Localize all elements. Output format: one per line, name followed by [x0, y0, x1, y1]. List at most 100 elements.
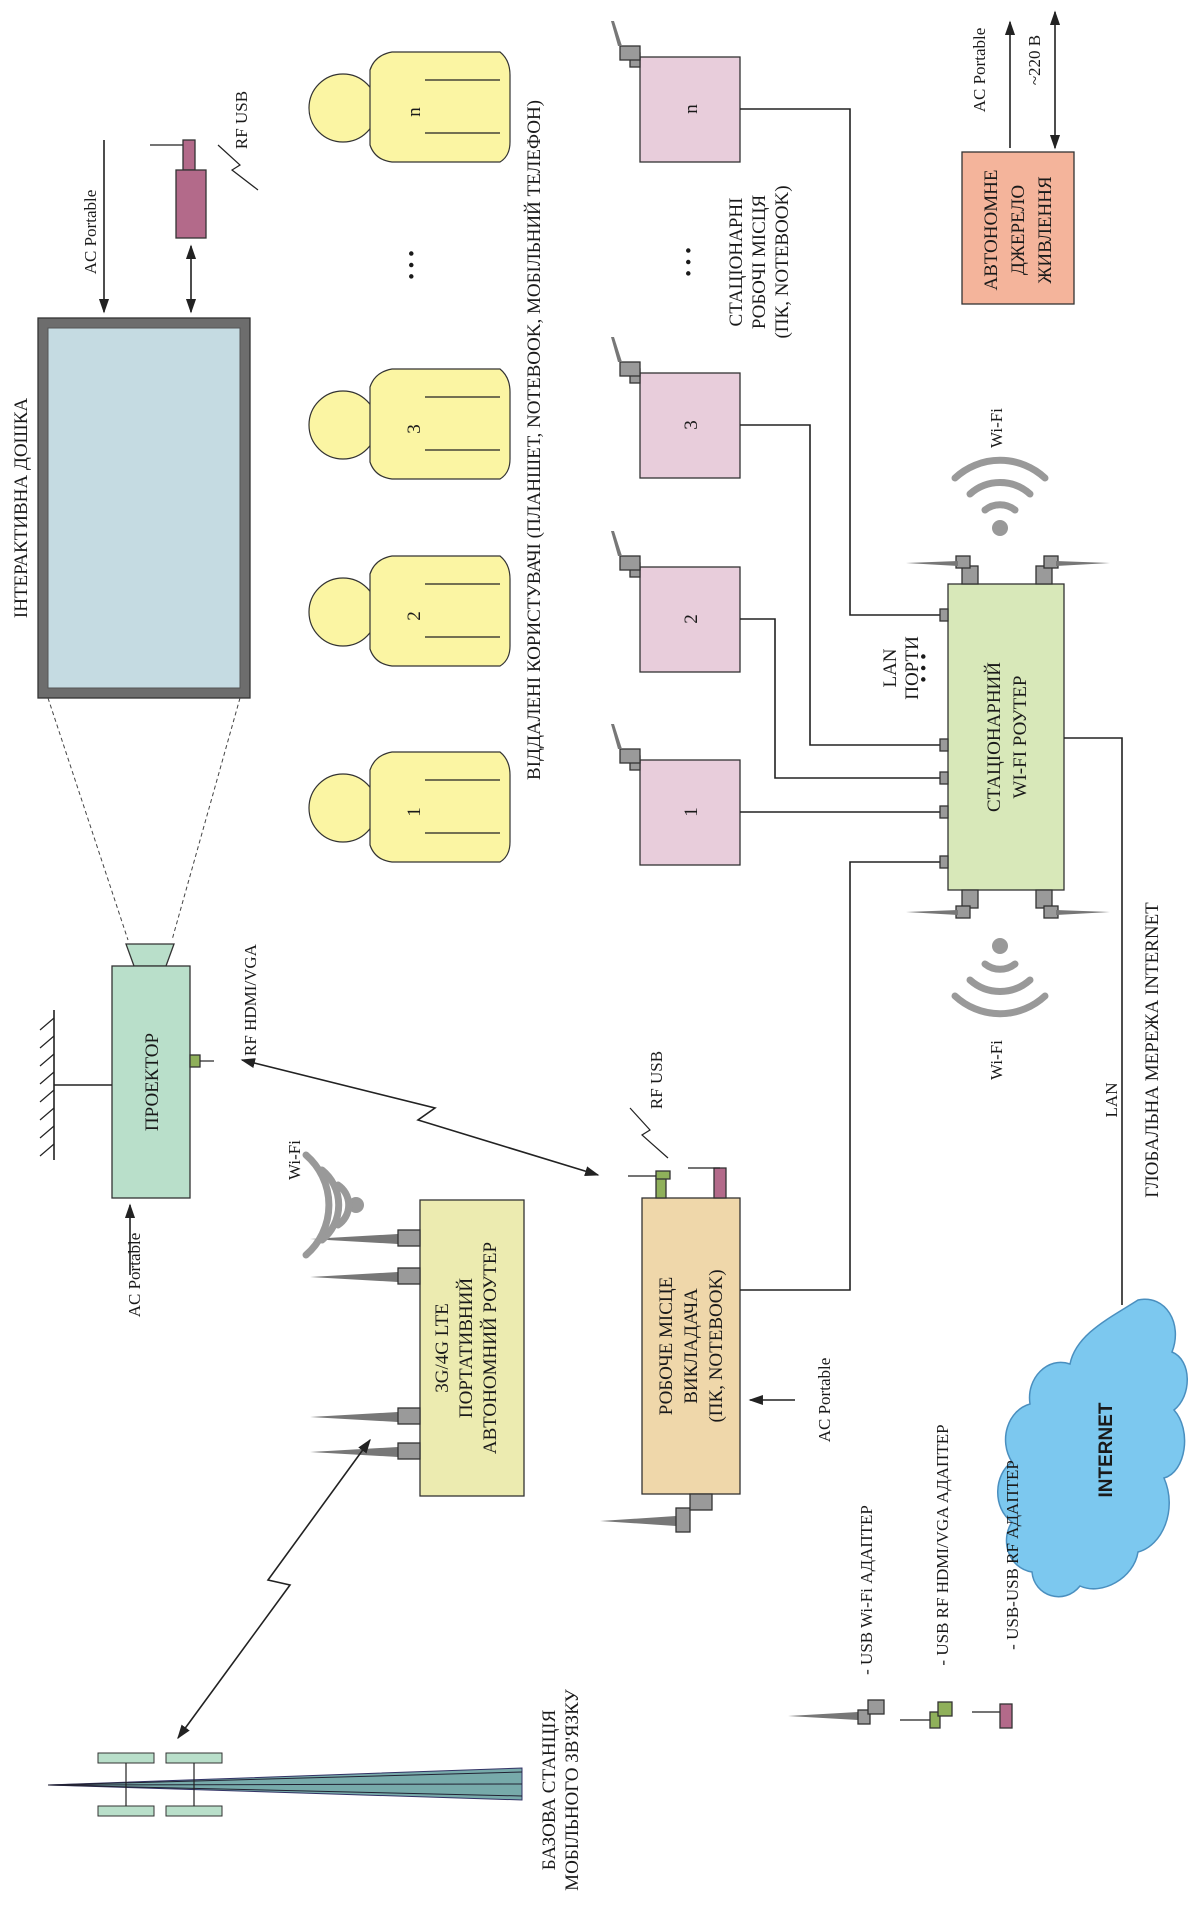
power-ac-portable-label: AC Portable: [970, 28, 989, 113]
base-station-tower-icon: [47, 1752, 523, 1817]
stationary-router-body: [947, 583, 1065, 891]
lan-label: LAN: [1102, 1083, 1121, 1118]
projector-lens: [125, 943, 175, 967]
rf-plug-icon: [713, 1167, 727, 1199]
lan-cable-internet: [1064, 737, 1123, 1305]
lan-cable-workstation-2: [740, 618, 948, 779]
projector-rf-hdmi-label: RF HDMI/VGA: [241, 943, 260, 1056]
teacher-workplace-line-2: ВИКЛАДАЧА: [681, 1288, 702, 1404]
portable-router-line-2: ПОРТАТИВНИЙ: [456, 1278, 477, 1418]
hdmi-adapter-icon: [655, 1177, 667, 1199]
workstations-ellipsis: • • •: [679, 247, 700, 276]
lan-ports-line-1: LAN: [880, 648, 901, 687]
interactive-board: [37, 317, 251, 699]
user-figure-1: [308, 751, 511, 863]
internet-cloud-icon: [997, 1298, 1188, 1598]
stationary-router-antenna-1: [906, 555, 979, 585]
base-station-line-2: МОБІЛЬНОГО ЗВ'ЯЗКУ: [562, 1689, 583, 1891]
lan-port-icon: [939, 805, 949, 819]
projector: [111, 943, 191, 1199]
lan-port-icon: [939, 771, 949, 785]
legend-item-hdmi: - USB RF HDMI/VGA АДАПТЕР: [900, 1424, 953, 1729]
stationary-router-antenna-2: [1035, 555, 1110, 585]
ceiling-mount: [39, 1010, 112, 1160]
global-network-label: ГЛОБАЛЬНА МЕРЕЖА INTERNET: [1142, 902, 1163, 1198]
user-number-2: 2: [404, 611, 425, 621]
board-screen: [47, 327, 241, 689]
user-figure-2: [308, 555, 511, 667]
workstation-n: [611, 21, 741, 163]
user-figure-n: [308, 51, 511, 163]
stationary-router-line-1: СТАЦІОНАРНИЙ: [984, 662, 1005, 812]
internet-label: INTERNET: [1096, 1402, 1117, 1497]
rf-usb-body: [175, 169, 207, 239]
power-source-body: [961, 151, 1075, 305]
workstation-number-1: 1: [681, 807, 702, 817]
board-rf-usb-dongle: [150, 139, 207, 239]
portable-router-wifi-icon: [302, 1151, 364, 1259]
projector-ac-portable-label: AC Portable: [125, 1233, 144, 1318]
teacher-workplace-antenna: [600, 1493, 713, 1533]
stationary-router-wifi-icon-top: [951, 456, 1049, 536]
stationary-router: [906, 555, 1110, 919]
projector-label: ПРОЕКТОР: [142, 1033, 163, 1131]
user-figure-3: [308, 368, 511, 480]
user-number-1: 1: [404, 807, 425, 817]
projection-line-right: [171, 697, 241, 941]
users-ellipsis: • • •: [402, 250, 423, 279]
portable-router-antenna-3: [310, 1407, 421, 1425]
legend: - USB Wi-Fi АДАПТЕР - USB RF HDMI/VGA АД…: [788, 1424, 1022, 1729]
power-source: [961, 10, 1075, 305]
workstations-line-2: РОБОЧІ МІСЦЯ: [749, 195, 770, 330]
base-station-line-1: БАЗОВА СТАНЦІЯ: [539, 1709, 560, 1870]
lan-port-icon: [939, 608, 949, 622]
projector-body: [111, 965, 191, 1199]
teacher-workplace-line-3: (ПК, NOTEBOOK): [706, 1269, 727, 1422]
rf-adapter-icon: [999, 1703, 1013, 1729]
projection-line-left: [47, 697, 129, 941]
board-ac-portable-label: AC Portable: [81, 190, 100, 275]
portable-router: [310, 1199, 525, 1497]
portable-router-line-3: АВТОНОМНИЙ РОУТЕР: [480, 1242, 501, 1454]
stationary-router-wifi-icon-bottom: [951, 938, 1049, 1018]
portable-router-antenna-4: [310, 1442, 421, 1460]
board-rf-signal-icon: [217, 144, 259, 191]
stationary-router-wifi-label-bottom: Wi-Fi: [987, 1040, 1006, 1080]
portable-router-line-1: 3G/4G LTE: [432, 1303, 453, 1393]
rf-plug-icon: [182, 139, 196, 171]
board-title: ІНТЕРАКТИВНА ДОШКА: [11, 398, 32, 619]
board-rf-usb-label: RF USB: [232, 91, 251, 149]
workstation-3: [611, 337, 741, 479]
hdmi-adapter-icon: [929, 1711, 941, 1729]
workstations-line-1: СТАЦІОНАРНІ: [726, 198, 747, 327]
hdmi-adapter-icon: [189, 1054, 201, 1068]
workstations-line-3: (ПК, NOTEBOOK): [772, 185, 793, 338]
legend-label-hdmi: - USB RF HDMI/VGA АДАПТЕР: [933, 1424, 952, 1665]
lan-port-icon: [939, 855, 949, 869]
lan-ports-ellipsis: • • •: [914, 653, 935, 682]
power-source-line-3: ЖИВЛЕННЯ: [1035, 176, 1056, 284]
projector-hdmi-adapter: [189, 1054, 214, 1068]
teacher-workplace-line-1: РОБОЧЕ МІСЦЕ: [656, 1277, 677, 1415]
portable-router-antenna-1: [310, 1229, 421, 1247]
teacher-workplace: [600, 1167, 741, 1533]
legend-label-rf: - USB-USB RF АДАПТЕР: [1003, 1460, 1022, 1650]
power-source-line-1: АВТОНОМНЕ: [981, 170, 1002, 291]
workstation-number-n: n: [681, 104, 702, 114]
teacher-workplace-body: [641, 1197, 741, 1495]
lan-cable-teacher: [740, 861, 948, 1291]
legend-label-wifi: - USB Wi-Fi АДАПТЕР: [857, 1505, 876, 1675]
portable-router-wifi-label: Wi-Fi: [285, 1140, 304, 1180]
teacher-rf-signal-icon: [629, 1107, 669, 1159]
stationary-router-antenna-4: [1035, 889, 1110, 919]
power-source-line-2: ДЖЕРЕЛО: [1008, 185, 1029, 275]
teacher-ac-portable-label: AC Portable: [815, 1358, 834, 1443]
stationary-router-wifi-label-top: Wi-Fi: [987, 408, 1006, 448]
user-number-3: 3: [404, 424, 425, 434]
lan-cable-workstation-3: [740, 424, 948, 746]
voltage-label: ~220 В: [1025, 35, 1044, 85]
portable-router-body: [419, 1199, 525, 1497]
workstation-1: [611, 724, 741, 866]
user-number-n: n: [404, 107, 425, 117]
